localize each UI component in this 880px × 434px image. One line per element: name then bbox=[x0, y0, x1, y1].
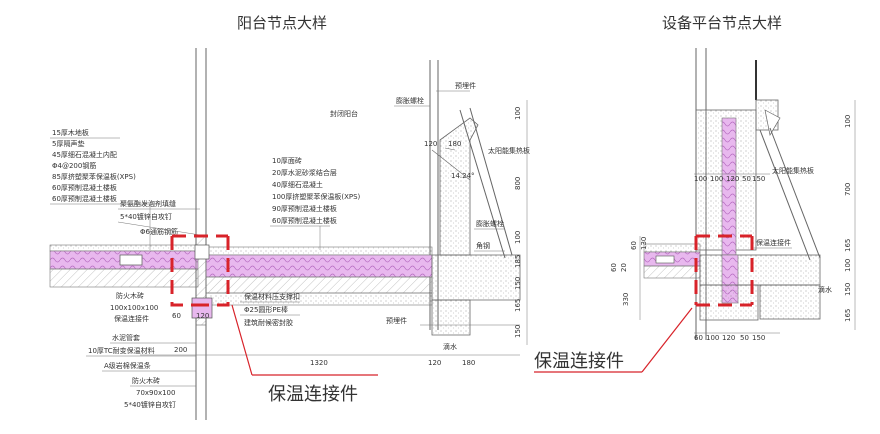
right-dim-right-4: 100 bbox=[844, 259, 852, 272]
note-solar: 太阳能集热板 bbox=[488, 146, 530, 155]
right-dim-top-4: 50 bbox=[742, 175, 751, 183]
left-layer-3: 45厚细石混凝土内配 bbox=[52, 150, 117, 159]
dim-bottom-3: 120 bbox=[428, 359, 441, 367]
left-layer-7: 60厚预制混凝土楼板 bbox=[52, 194, 117, 203]
right-dim-bottom-5: 150 bbox=[752, 334, 765, 342]
right-dim-bottom-2: 100 bbox=[706, 334, 719, 342]
note-block2: 保温连接件 bbox=[114, 314, 149, 323]
right-dim-bottom-3: 120 bbox=[722, 334, 735, 342]
note-slope: 14.24° bbox=[451, 172, 475, 180]
right-dim-top-5: 150 bbox=[752, 175, 765, 183]
left-layer-4: Φ4@200钢筋 bbox=[52, 161, 96, 170]
note-drain: 滴水 bbox=[443, 342, 457, 351]
note-seal: A级岩棉保温条 bbox=[104, 361, 151, 370]
dim-bottom-4: 180 bbox=[462, 359, 475, 367]
right-dim-right-5: 150 bbox=[844, 283, 852, 296]
note-fire2: 防火木砖 bbox=[132, 376, 160, 385]
left2-layer-2: 20厚水泥砂浆结合层 bbox=[272, 168, 337, 177]
note-embed-top: 预埋件 bbox=[455, 81, 476, 90]
callout-right-small: 保温连接件 bbox=[756, 238, 791, 247]
note-support: 保温材料压支撑扣 bbox=[244, 292, 300, 301]
dim-left-2: 120 bbox=[196, 312, 209, 320]
note-pipe: Φ25圆形PE棒 bbox=[244, 305, 288, 314]
callout-right: 保温连接件 bbox=[534, 351, 624, 372]
left-layer-5: 85厚挤塑聚苯保温板(XPS) bbox=[52, 172, 136, 181]
dim-top-2: 180 bbox=[448, 140, 461, 148]
dim-right-2: 800 bbox=[514, 177, 522, 190]
right-dim-right-2: 700 bbox=[844, 183, 852, 196]
note-block: 100x100x100 bbox=[110, 304, 158, 312]
right-dim-top-1: 100 bbox=[694, 175, 707, 183]
dim-right-6: 165 bbox=[514, 299, 522, 312]
note-bolt: 5*40镀锌自攻钉 bbox=[120, 212, 172, 221]
equipment-platform-detail-drawing: 太阳能集热板 滴水 保温连接件 100 100 120 50 150 60 10… bbox=[534, 48, 856, 373]
dim-right-4: 185 bbox=[514, 255, 522, 268]
right-dim-bottom-4: 50 bbox=[740, 334, 749, 342]
dim-top-1: 120 bbox=[424, 140, 437, 148]
left-layer-2: 5厚隔声垫 bbox=[52, 139, 84, 148]
note-bolt-top: 膨胀螺栓 bbox=[396, 96, 424, 105]
note-bolt-mid: 膨胀螺栓 bbox=[476, 219, 504, 228]
right-dim-left-5: 330 bbox=[622, 293, 630, 306]
note-fire: 防火木砖 bbox=[116, 291, 144, 300]
left2-layer-3: 40厚细石混凝土 bbox=[272, 180, 323, 189]
right-dim-left-2: 130 bbox=[640, 237, 648, 250]
dim-bottom-1: 200 bbox=[174, 346, 187, 354]
title-left: 阳台节点大样 bbox=[237, 14, 327, 32]
right-dim-right-3: 165 bbox=[844, 239, 852, 252]
note-membrane: 水泥管套 bbox=[112, 333, 140, 342]
left2-layer-6: 60厚预制混凝土楼板 bbox=[272, 216, 337, 225]
dim-right-5: 150 bbox=[514, 277, 522, 290]
right-dim-left-4: 20 bbox=[620, 263, 628, 272]
left-layer-1: 15厚木地板 bbox=[52, 128, 89, 137]
callout-left: 保温连接件 bbox=[268, 384, 358, 405]
right-dim-top-3: 120 bbox=[726, 175, 739, 183]
note-anchor: 聚氨酯发泡剂填缝 bbox=[120, 199, 176, 208]
dim-right-7: 150 bbox=[514, 325, 522, 338]
left2-layer-1: 10厚面砖 bbox=[272, 156, 302, 165]
title-right: 设备平台节点大样 bbox=[662, 14, 782, 32]
right-note-drain: 滴水 bbox=[818, 285, 832, 294]
right-dim-right-1: 100 bbox=[844, 115, 852, 128]
right-dim-left-3: 60 bbox=[610, 263, 618, 272]
left2-layer-5: 90厚预制混凝土楼板 bbox=[272, 204, 337, 213]
right-dim-left-1: 60 bbox=[630, 241, 638, 250]
note-enclosed: 封闭阳台 bbox=[330, 109, 358, 118]
right-dim-right-6: 165 bbox=[844, 309, 852, 322]
note-sealant: 建筑耐候密封胶 bbox=[244, 318, 293, 327]
left2-layer-4: 100厚挤塑聚苯保温板(XPS) bbox=[272, 192, 361, 201]
right-dim-bottom-1: 60 bbox=[694, 334, 703, 342]
dim-right-1: 100 bbox=[514, 107, 522, 120]
right-dim-top-2: 100 bbox=[710, 175, 723, 183]
dim-left-1: 60 bbox=[172, 312, 181, 320]
note-embed-bottom: 预埋件 bbox=[386, 316, 407, 325]
right-note-solar: 太阳能集热板 bbox=[772, 166, 814, 175]
balcony-detail-drawing: 15厚木地板 5厚隔声垫 45厚细石混凝土内配 Φ4@200钢筋 85厚挤塑聚苯… bbox=[49, 48, 530, 420]
note-nail: 5*40镀锌自攻钉 bbox=[124, 400, 176, 409]
dim-right-3: 100 bbox=[514, 231, 522, 244]
note-tape: 10厚TC耐变保温材料 bbox=[88, 346, 155, 355]
note-rebar: Φ6通筋钢筋 bbox=[140, 227, 178, 236]
left-layer-6: 60厚预制混凝土楼板 bbox=[52, 183, 117, 192]
dim-bottom-2: 1320 bbox=[310, 359, 328, 367]
note-block3: 70x90x100 bbox=[136, 389, 175, 397]
note-angle: 角钢 bbox=[476, 241, 490, 250]
